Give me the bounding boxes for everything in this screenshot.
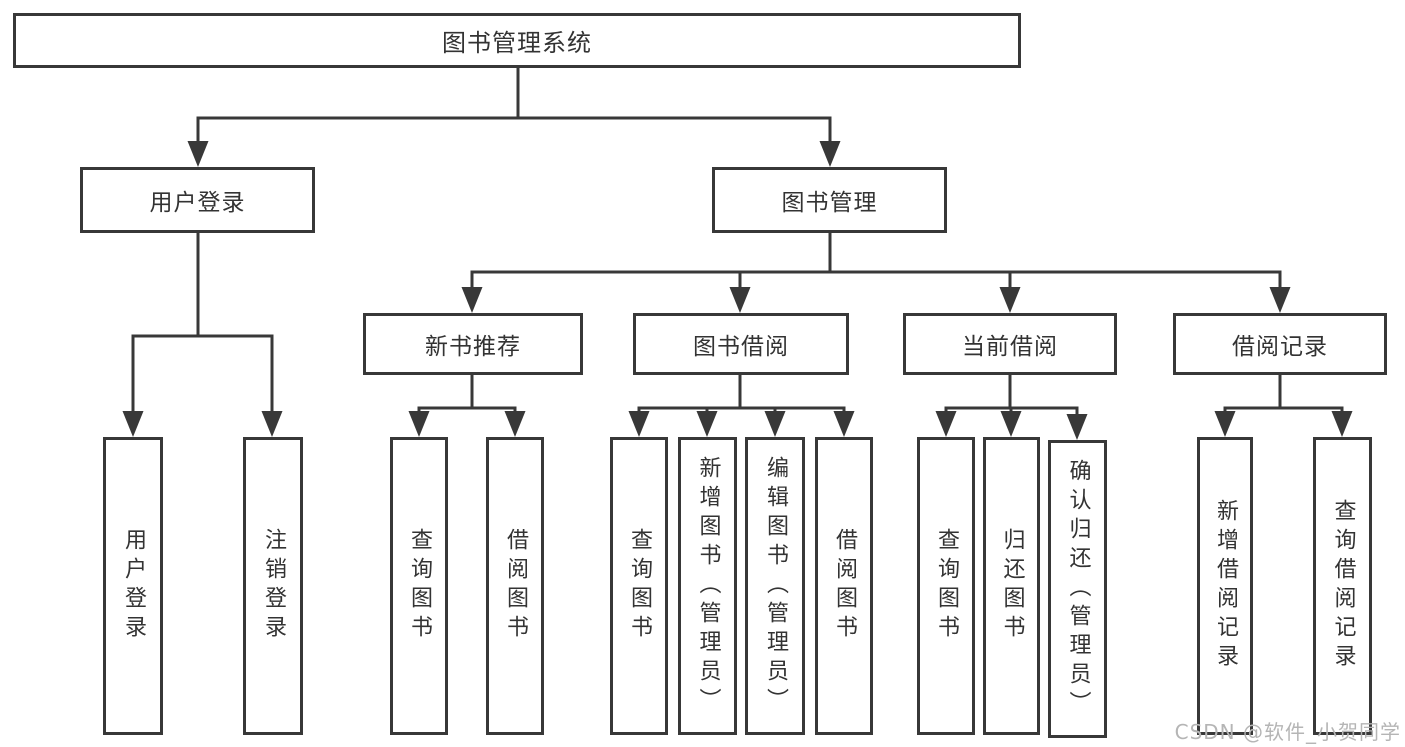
connector-root-to-level2 bbox=[187, 68, 841, 167]
node-label: 当前借阅 bbox=[962, 334, 1058, 360]
node-label: 新书推荐 bbox=[425, 334, 521, 360]
leaf-label: 查询借阅记录 bbox=[1330, 499, 1356, 673]
node-new-book-recommend: 新书推荐 bbox=[363, 313, 583, 375]
leaf-query-books-current: 查询图书 bbox=[917, 437, 975, 735]
leaf-edit-books-admin: 编辑图书（管理员） bbox=[745, 437, 805, 735]
connector-recommend-to-leaves bbox=[408, 375, 526, 437]
leaf-label: 注销登录 bbox=[261, 528, 286, 644]
node-label: 用户登录 bbox=[149, 190, 246, 216]
csdn-watermark: CSDN @软件_小贺同学 bbox=[1174, 720, 1401, 744]
connector-current-to-leaves bbox=[935, 375, 1088, 440]
leaf-label: 确认归还（管理员） bbox=[1065, 458, 1091, 720]
leaf-query-borrow-record: 查询借阅记录 bbox=[1313, 437, 1372, 735]
node-user-login: 用户登录 bbox=[80, 167, 315, 233]
leaf-query-books-recommend: 查询图书 bbox=[390, 437, 448, 735]
connector-borrowing-to-leaves bbox=[628, 375, 855, 437]
leaf-label: 查询图书 bbox=[627, 528, 652, 644]
node-book-borrowing: 图书借阅 bbox=[633, 313, 849, 375]
leaf-logout: 注销登录 bbox=[243, 437, 303, 735]
leaf-label: 借阅图书 bbox=[832, 528, 857, 644]
leaf-label: 查询图书 bbox=[407, 528, 432, 644]
connector-records-to-leaves bbox=[1214, 375, 1353, 437]
leaf-label: 归还图书 bbox=[999, 528, 1025, 644]
leaf-confirm-return-admin: 确认归还（管理员） bbox=[1048, 440, 1107, 738]
node-label: 借阅记录 bbox=[1232, 334, 1328, 360]
leaf-borrow-books-borrowing: 借阅图书 bbox=[815, 437, 873, 735]
leaf-add-books-admin: 新增图书（管理员） bbox=[678, 437, 737, 735]
node-borrowing-records: 借阅记录 bbox=[1173, 313, 1387, 375]
leaf-return-books: 归还图书 bbox=[983, 437, 1040, 735]
leaf-label: 借阅图书 bbox=[503, 528, 528, 644]
leaf-label: 新增借阅记录 bbox=[1213, 499, 1238, 673]
leaf-borrow-books-recommend: 借阅图书 bbox=[486, 437, 544, 735]
leaf-label: 编辑图书（管理员） bbox=[763, 455, 788, 717]
node-label: 图书管理系统 bbox=[442, 29, 592, 57]
leaf-label: 查询图书 bbox=[934, 528, 959, 644]
node-book-management: 图书管理 bbox=[712, 167, 947, 233]
node-current-borrowing: 当前借阅 bbox=[903, 313, 1117, 375]
node-label: 图书管理 bbox=[781, 190, 878, 216]
connector-user-login-to-leaves bbox=[122, 232, 283, 437]
leaf-add-borrow-record: 新增借阅记录 bbox=[1197, 437, 1253, 735]
leaf-label: 新增图书（管理员） bbox=[695, 455, 721, 717]
node-library-management-system: 图书管理系统 bbox=[13, 13, 1021, 68]
leaf-query-books-borrowing: 查询图书 bbox=[610, 437, 668, 735]
node-label: 图书借阅 bbox=[693, 334, 789, 360]
connector-book-management-to-level3 bbox=[461, 232, 1291, 313]
leaf-user-login: 用户登录 bbox=[103, 437, 163, 735]
leaf-label: 用户登录 bbox=[121, 528, 146, 644]
